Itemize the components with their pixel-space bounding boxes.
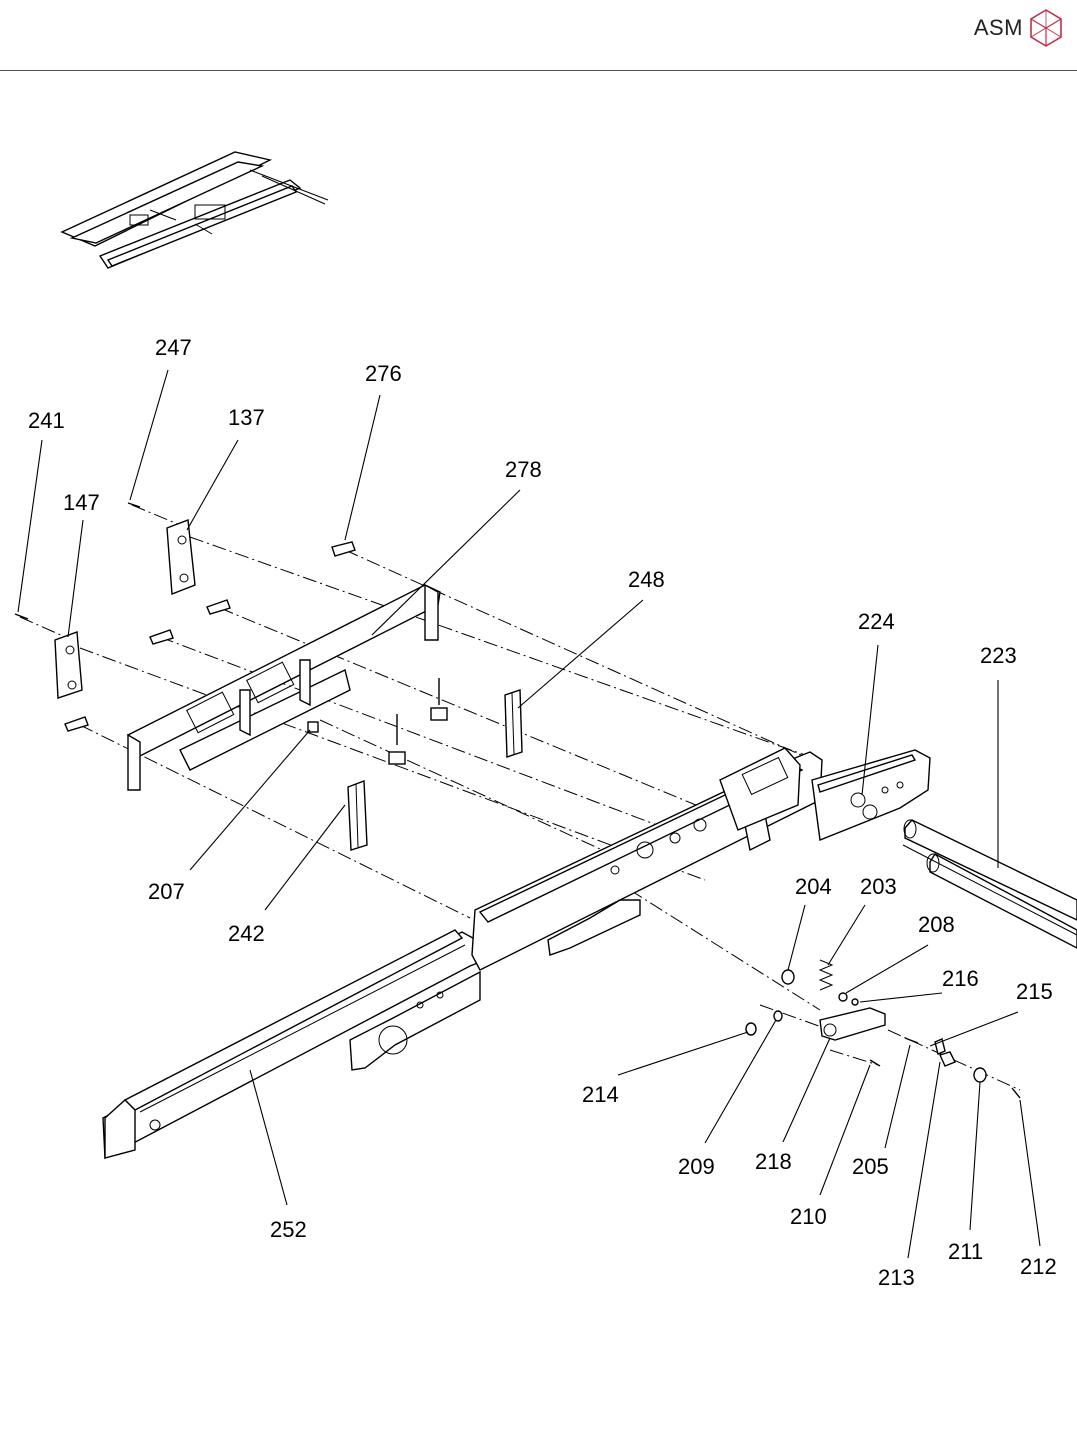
callout-label: 242	[228, 921, 265, 946]
callout-label: 252	[270, 1217, 307, 1242]
callout-label: 208	[918, 912, 955, 937]
part-137-plate	[167, 520, 195, 594]
callout-label: 210	[790, 1204, 827, 1229]
callout-label: 205	[852, 1154, 889, 1179]
callout-label: 213	[878, 1265, 915, 1290]
callout-label: 248	[628, 567, 665, 592]
callout-label: 209	[678, 1154, 715, 1179]
part-241-pin	[15, 614, 28, 619]
callout-label: 212	[1020, 1254, 1057, 1279]
callout-label: 218	[755, 1149, 792, 1174]
part-252-lower-rail	[103, 930, 485, 1158]
part-242-guide-strip	[348, 781, 367, 850]
callout-label: 223	[980, 643, 1017, 668]
part-147-plate	[55, 632, 82, 698]
small-hardware	[746, 960, 1020, 1098]
callout-label: 247	[155, 335, 192, 360]
callout-label: 147	[63, 490, 100, 515]
callout-label: 211	[948, 1239, 983, 1264]
callout-label: 203	[860, 874, 897, 899]
callout-label: 278	[505, 457, 542, 482]
part-main-frame-rail	[472, 748, 822, 970]
callout-label: 241	[28, 408, 65, 433]
overview-thumbnail	[62, 152, 328, 268]
callout-label: 204	[795, 874, 832, 899]
callout-label: 214	[582, 1082, 619, 1107]
callout-label: 216	[942, 966, 979, 991]
callout-label: 276	[365, 361, 402, 386]
callout-label: 224	[858, 609, 895, 634]
callout-label: 137	[228, 405, 265, 430]
part-247-pin	[128, 503, 140, 507]
callout-labels: 247 276 241 137 278 147 248 224 223 207 …	[28, 335, 1057, 1290]
callout-label: 215	[1016, 979, 1053, 1004]
callout-label: 207	[148, 879, 185, 904]
part-248-guide-strip	[505, 690, 522, 757]
